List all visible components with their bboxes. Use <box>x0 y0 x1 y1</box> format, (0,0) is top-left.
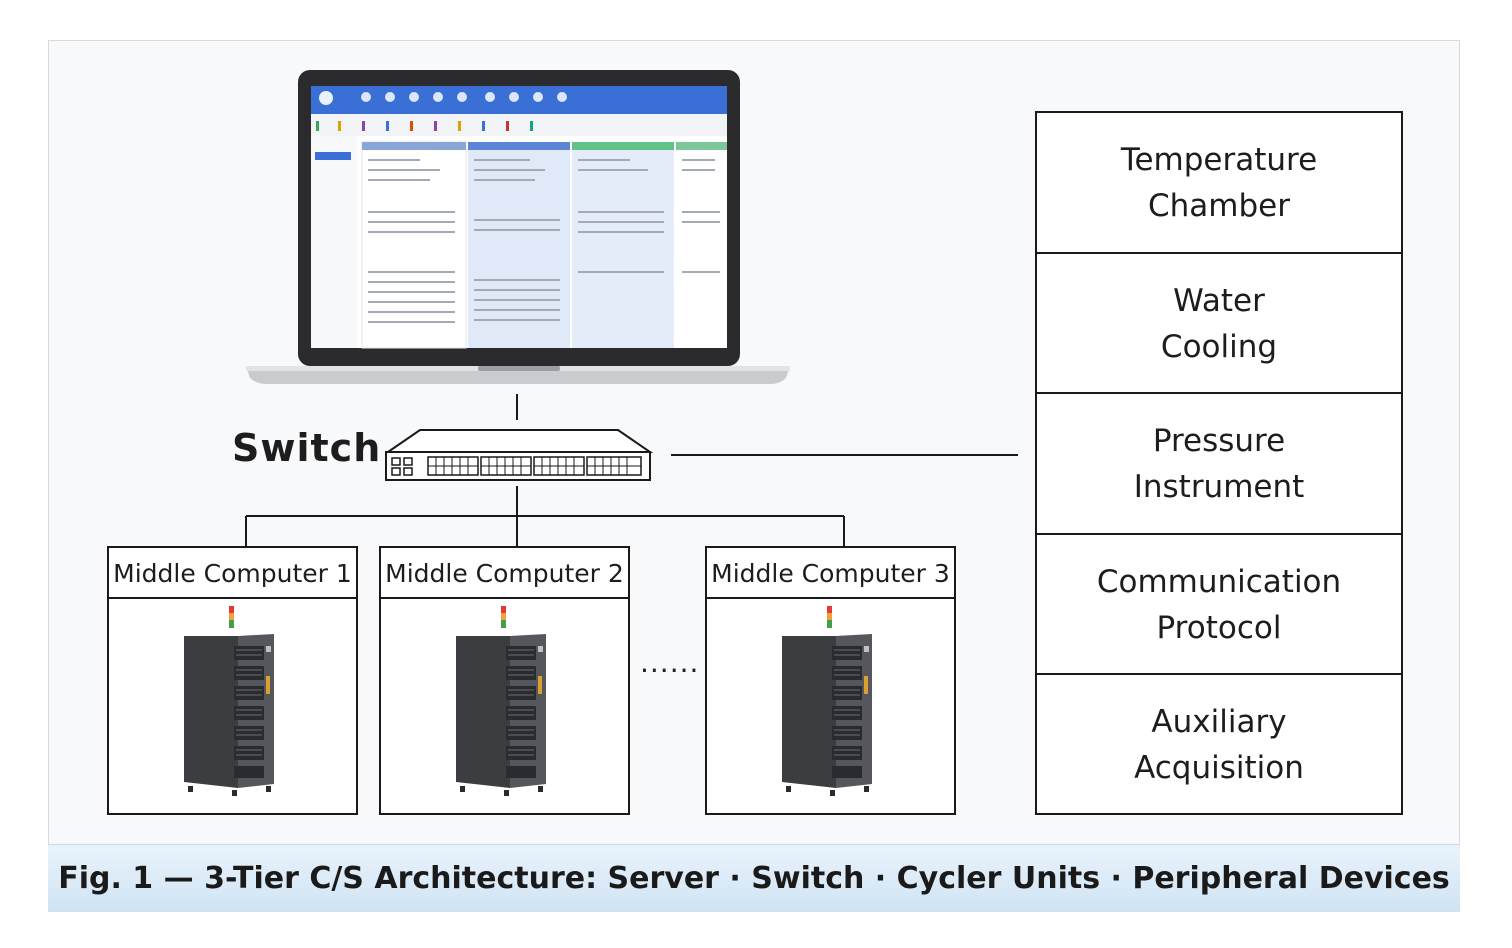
device-label-line2: Protocol <box>1156 609 1282 646</box>
laptop-icon <box>246 70 790 384</box>
device-label-line1: Auxiliary <box>1151 703 1287 740</box>
device-label-line1: Temperature <box>1120 141 1318 178</box>
middle-computer-1-title: Middle Computer 1 <box>113 558 352 588</box>
device-label-line1: Communication <box>1096 563 1342 600</box>
middle-computer-3-title: Middle Computer 3 <box>711 558 950 588</box>
device-label-line2: Acquisition <box>1134 749 1304 786</box>
device-label-line1: Pressure <box>1152 422 1286 459</box>
middle-computer-2-title: Middle Computer 2 <box>385 558 624 588</box>
network-switch-icon <box>384 429 654 481</box>
device-label-line1: Water <box>1173 282 1265 319</box>
figure-caption: Fig. 1 — 3-Tier C/S Architecture: Server… <box>48 844 1460 912</box>
switch-label: Switch <box>232 426 382 470</box>
device-label-line2: Cooling <box>1160 328 1278 365</box>
device-label-line2: Chamber <box>1148 187 1290 224</box>
device-label-line2: Instrument <box>1133 468 1305 505</box>
peripheral-devices-stack <box>1035 111 1403 815</box>
connection-lines <box>245 394 1018 546</box>
more-computers-ellipsis: ...... <box>640 646 700 679</box>
